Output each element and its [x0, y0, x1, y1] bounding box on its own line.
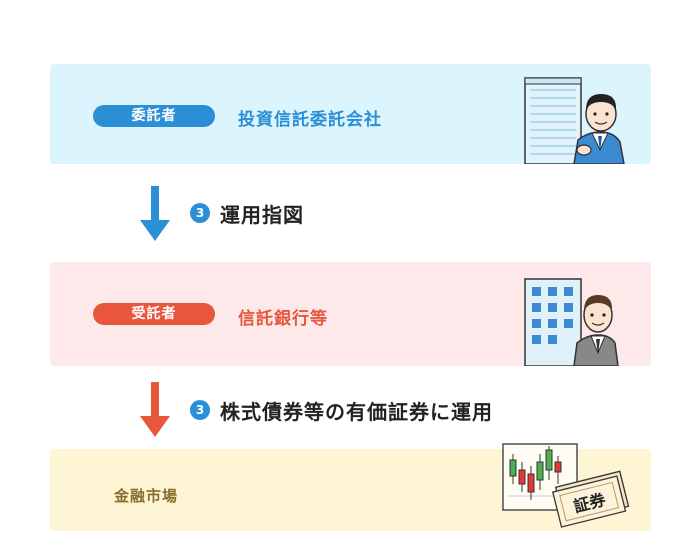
step-operation-instruction: 3 運用指図: [190, 198, 304, 228]
step-number-badge: 3: [190, 203, 210, 223]
trustor-role-badge: 委託者: [93, 105, 215, 127]
building-businessman-icon: [520, 275, 620, 370]
candlestick-chart-securities-icon: 証券: [497, 440, 637, 532]
building-businessman-icon: [520, 72, 630, 168]
down-arrow-icon: [140, 382, 170, 442]
step-invest-securities: 3 株式債券等の有価証券に運用: [190, 395, 493, 425]
market-name: 金融市場: [114, 487, 179, 505]
step-text: 株式債券等の有価証券に運用: [220, 399, 493, 424]
down-arrow-icon: [140, 186, 170, 246]
step-text: 運用指図: [220, 202, 304, 227]
trustee-org-name: 信託銀行等: [238, 309, 328, 329]
trustor-org-name: 投資信託委託会社: [238, 110, 382, 130]
step-number-badge: 3: [190, 400, 210, 420]
trustee-role-badge: 受託者: [93, 303, 215, 325]
